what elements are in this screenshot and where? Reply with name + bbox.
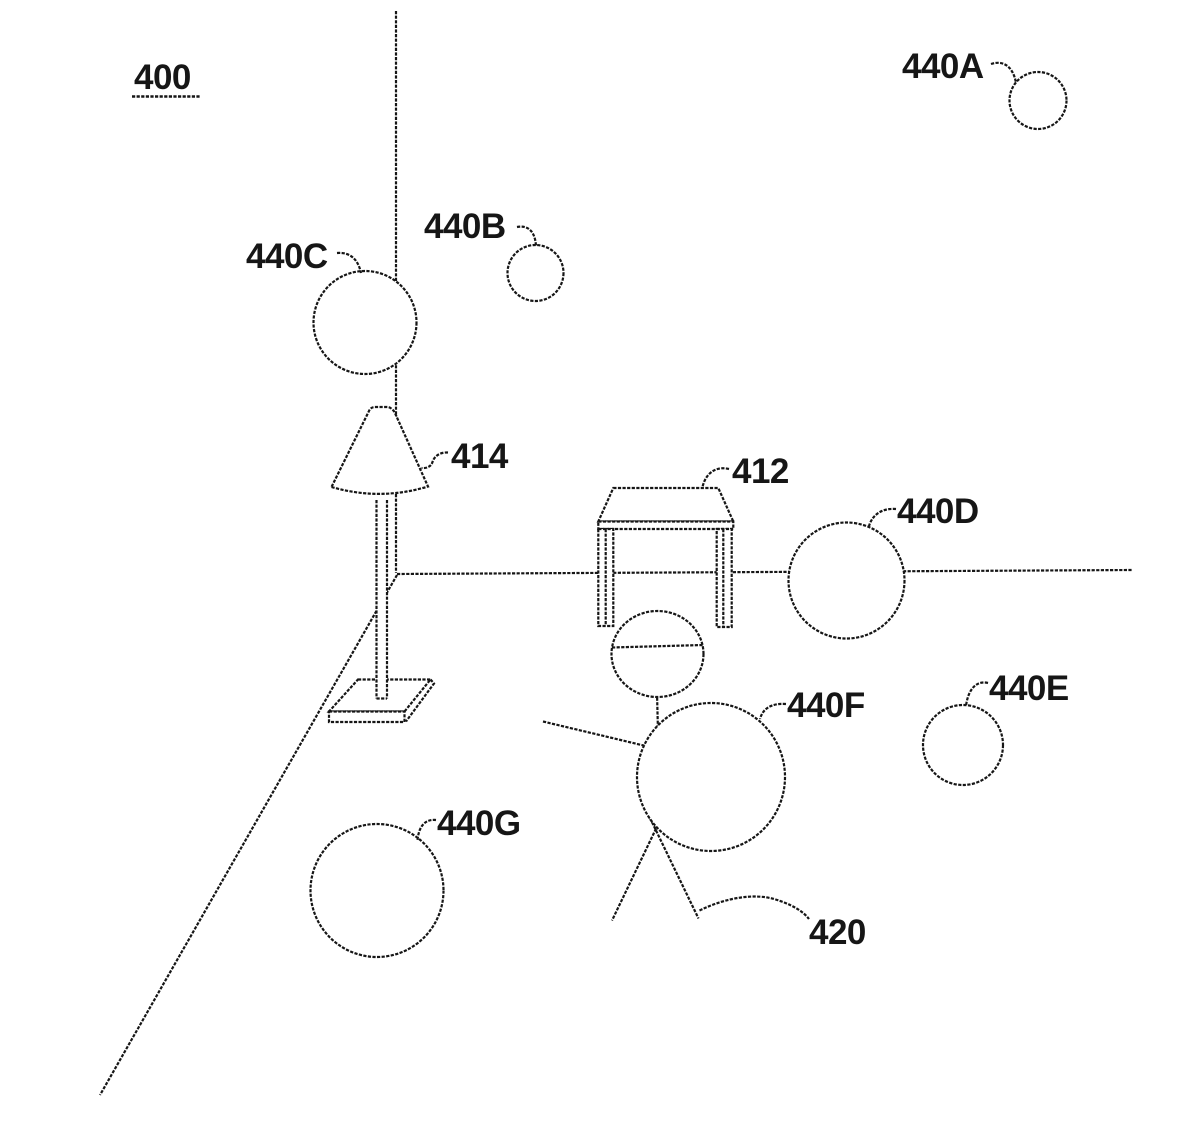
leader-440f xyxy=(758,702,787,720)
circle-440c xyxy=(312,269,418,376)
floor-wall-line-diagonal xyxy=(99,574,398,1096)
circle-440g xyxy=(309,822,445,959)
lamp-shade xyxy=(329,405,430,495)
circle-440d xyxy=(787,521,906,640)
reference-texts: 400 440A 440B 440C 414 412 440D 440E 440… xyxy=(132,47,1069,952)
person-left-leg xyxy=(611,811,665,921)
lamp-base-front xyxy=(327,710,406,724)
leader-440c xyxy=(336,251,363,274)
side-table xyxy=(596,486,735,629)
floor-wall-line-right xyxy=(396,568,1134,576)
reference-circles xyxy=(309,70,1068,959)
label-440e: 440E xyxy=(989,669,1069,708)
leader-440a xyxy=(990,61,1018,84)
circle-440b xyxy=(506,243,565,303)
leader-440d xyxy=(867,507,897,527)
label-414: 414 xyxy=(451,437,509,476)
room-corner-lines xyxy=(99,11,1134,1096)
label-412: 412 xyxy=(732,452,789,491)
label-440b: 440B xyxy=(424,207,506,246)
person-neck xyxy=(655,692,660,733)
figure-number-label: 400 xyxy=(134,58,191,97)
table-top xyxy=(596,486,735,523)
leader-440g xyxy=(416,818,437,841)
lamp-base-side-edge xyxy=(405,678,436,723)
leader-440e xyxy=(964,681,989,707)
leader-412 xyxy=(701,467,730,488)
label-440f: 440F xyxy=(787,686,865,725)
lamp-pole-outline xyxy=(375,500,389,700)
person-head-brim-line xyxy=(611,643,704,649)
person-head xyxy=(610,609,705,699)
label-440d: 440D xyxy=(897,492,979,531)
label-440a: 440A xyxy=(902,47,984,86)
leader-440b xyxy=(516,225,538,247)
person-right-leg xyxy=(649,817,700,919)
leader-lines xyxy=(336,61,1018,920)
label-420: 420 xyxy=(809,913,866,952)
circle-440e xyxy=(921,703,1005,787)
circle-440f xyxy=(635,701,787,853)
person-arm xyxy=(542,720,651,749)
leader-420 xyxy=(699,895,810,920)
circle-440a xyxy=(1008,70,1068,131)
label-440g: 440G xyxy=(437,804,521,843)
table-apron xyxy=(597,520,735,531)
stick-figure-person xyxy=(542,609,705,921)
floor-lamp xyxy=(326,405,436,724)
label-440c: 440C xyxy=(246,237,328,276)
lamp-pole-fill xyxy=(376,500,387,698)
leader-414 xyxy=(421,451,449,470)
